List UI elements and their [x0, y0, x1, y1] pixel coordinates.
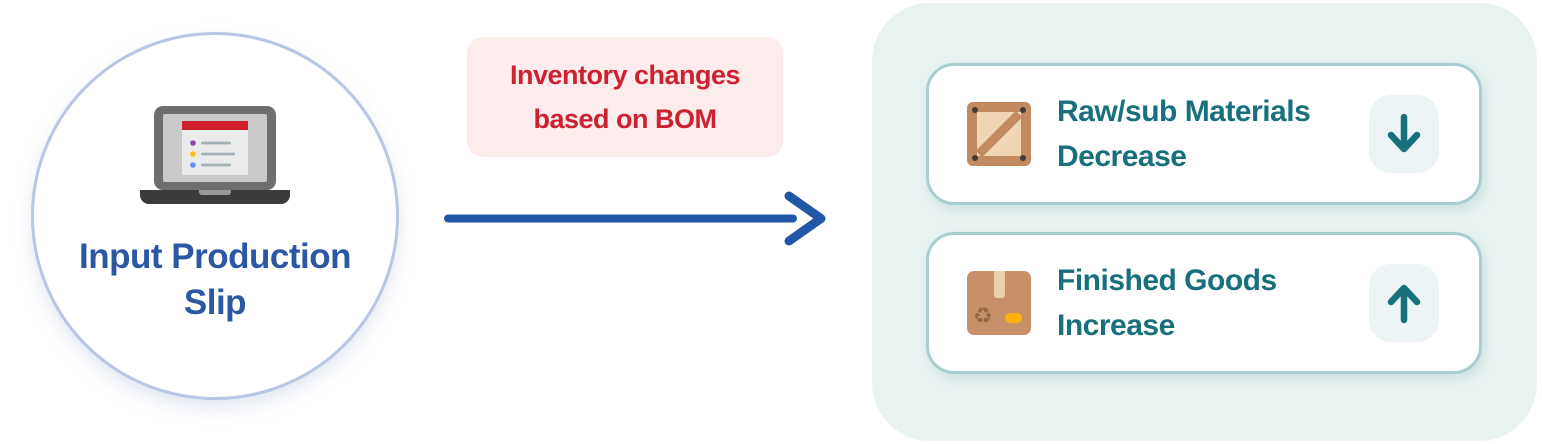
result-card-finished-goods: ♻ Finished Goods Increase	[926, 232, 1482, 374]
laptop-icon	[140, 106, 290, 204]
result-card-raw-materials: Raw/sub Materials Decrease	[926, 63, 1482, 205]
results-panel: Raw/sub Materials Decrease ♻ Finished Go…	[872, 3, 1537, 441]
source-node: Input Production Slip	[31, 32, 399, 400]
arrow-up-icon	[1387, 284, 1421, 324]
box-icon: ♻	[967, 271, 1031, 335]
result-label-finished-goods: Finished Goods Increase	[1057, 258, 1277, 348]
transition-label-line1: Inventory changes	[509, 60, 741, 90]
source-label: Input Production Slip	[79, 234, 351, 326]
decrease-badge	[1369, 95, 1439, 173]
transition-label-line2: based on BOM	[533, 104, 717, 134]
arrow-down-icon	[1387, 113, 1421, 153]
increase-badge	[1369, 264, 1439, 342]
source-label-line2: Slip	[183, 283, 247, 322]
right-arrow-icon	[444, 191, 826, 246]
source-label-line1: Input Production	[79, 237, 351, 276]
svg-text:♻: ♻	[973, 304, 993, 329]
result-label-line2: Decrease	[1057, 140, 1187, 173]
result-label-raw-materials: Raw/sub Materials Decrease	[1057, 89, 1311, 179]
transition-label: Inventory changes based on BOM	[467, 37, 783, 157]
result-label-line1: Raw/sub Materials	[1057, 95, 1311, 128]
result-label-line1: Finished Goods	[1057, 264, 1277, 297]
crate-icon	[967, 102, 1031, 166]
result-label-line2: Increase	[1057, 309, 1175, 342]
